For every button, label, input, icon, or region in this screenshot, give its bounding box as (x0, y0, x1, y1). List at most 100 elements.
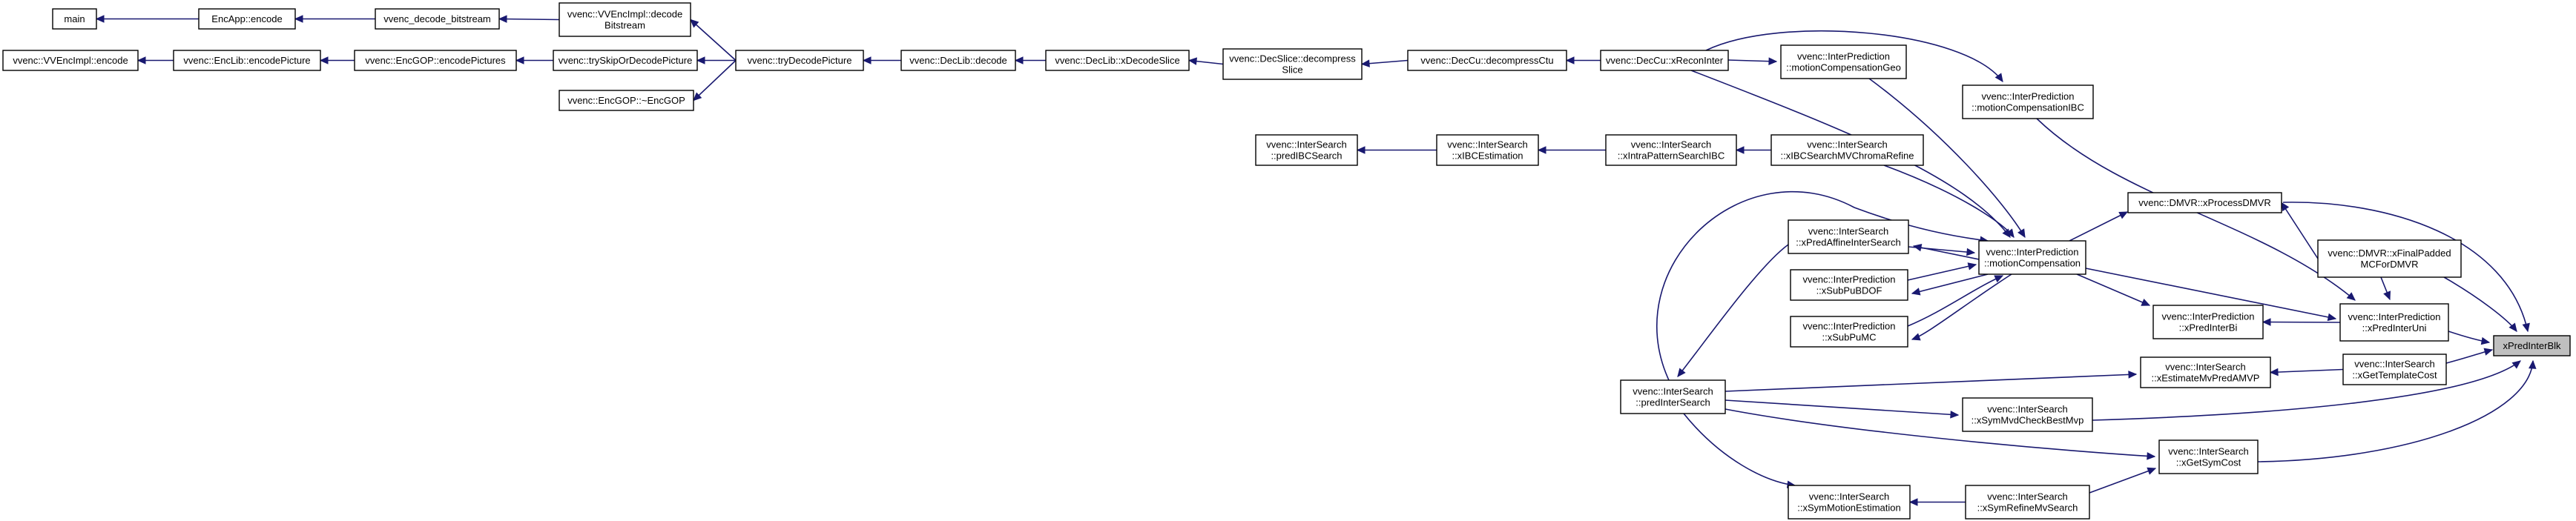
edge-decompress-slice-to-decompress-ctu (1360, 59, 1409, 67)
node-encode-pictures[interactable]: vvenc::EncGOP::encodePictures (354, 50, 517, 71)
node-x-sub-pu-mc[interactable]: vvenc::InterPrediction::xSubPuMC (1790, 316, 1908, 348)
node-motion-compensation-ibc[interactable]: vvenc::InterPrediction::motionCompensati… (1962, 84, 2094, 119)
node-label-line: ::xIBCSearchMVChromaRefine (1781, 150, 1914, 162)
edge-x-get-sym-cost-to-root (2257, 359, 2537, 462)
node-label-line: vvenc::InterSearch (2168, 446, 2248, 457)
node-root[interactable]: xPredInterBlk (2493, 335, 2571, 356)
node-label-line: vvenc::InterSearch (1633, 386, 1713, 397)
edge-encode-picture-to-encode-pictures (319, 56, 355, 64)
node-label-line: vvenc::DMVR::xProcessDMVR (2138, 197, 2270, 208)
node-x-get-sym-cost[interactable]: vvenc::InterSearch::xGetSymCost (2158, 439, 2259, 474)
edge-pred-inter-search-to-x-sym-motion-estimation (1683, 413, 1796, 488)
node-label-line: ::xPredAffineInterSearch (1796, 237, 1900, 248)
node-pred-ibcsearch[interactable]: vvenc::InterSearch::predIBCSearch (1255, 134, 1358, 166)
node-motion-compensation[interactable]: vvenc::InterPrediction::motionCompensati… (1978, 240, 2086, 275)
node-label-line: xPredInterBlk (2503, 340, 2561, 351)
edge-vvenc-implencode-to-encode-picture (136, 56, 174, 64)
node-label-line: ::xIBCEstimation (1452, 150, 1523, 162)
node-label-line: ::predIBCSearch (1271, 150, 1342, 162)
node-x-intra-pattern-search-ibc[interactable]: vvenc::InterSearch::xIntraPatternSearchI… (1605, 134, 1737, 166)
node-label-line: ::xSubPuMC (1822, 332, 1877, 343)
node-decode[interactable]: vvenc::DecLib::decode (900, 50, 1016, 71)
node-motion-compensation-geo[interactable]: vvenc::InterPrediction::motionCompensati… (1780, 44, 1907, 79)
node-vvenc-implencode[interactable]: vvenc::VVEncImpl::encode (2, 50, 139, 71)
node-x-decode-slice[interactable]: vvenc::DecLib::xDecodeSlice (1045, 50, 1190, 71)
node-x-pred-affine-inter-search[interactable]: vvenc::InterSearch::xPredAffineInterSear… (1788, 219, 1909, 254)
node-label-line: vvenc::InterSearch (1807, 139, 1887, 150)
node-label-line: vvenc::EncLib::encodePicture (183, 55, 310, 66)
node-label-line: ::xSymMvdCheckBestMvp (1971, 415, 2084, 426)
node-label-line: vvenc::trySkipOrDecodePicture (559, 55, 693, 66)
edge-motion-compensation-geo-to-motion-compensation (1868, 78, 2026, 239)
node-label-line: vvenc::InterSearch (1266, 139, 1346, 150)
node-label-line: vvenc::InterPrediction (1797, 51, 1890, 62)
node-label-line: vvenc::VVEncImpl::decode (567, 9, 682, 20)
node-label-line: vvenc::InterSearch (1447, 139, 1527, 150)
edge-pred-ibcsearch-to-x-ibcestimation (1356, 146, 1437, 154)
node-encode-picture[interactable]: vvenc::EncLib::encodePicture (173, 50, 321, 71)
node-label-line: vvenc::InterPrediction (1981, 91, 2074, 102)
node-x-pred-inter-uni[interactable]: vvenc::InterPrediction::xPredInterUni (2339, 303, 2449, 342)
node-label-line: vvenc::InterSearch (2354, 359, 2434, 370)
edge-x-decode-slice-to-decompress-slice (1187, 57, 1224, 65)
node-pred-inter-search[interactable]: vvenc::InterSearch::predInterSearch (1620, 379, 1726, 414)
node-vvenc-decode-bitstream[interactable]: vvenc_decode_bitstream (375, 8, 500, 30)
node-x-sym-motion-estimation[interactable]: vvenc::InterSearch::xSymMotionEstimation (1788, 485, 1911, 520)
node-decompress-ctu[interactable]: vvenc::DecCu::decompressCtu (1407, 50, 1567, 71)
node-try-decode-picture[interactable]: vvenc::tryDecodePicture (735, 50, 864, 71)
edge-x-estimate-mv-pred-amvp-to-x-get-template-cost (2269, 368, 2344, 376)
edge-x-ibcsearch-mvchroma-refine-to-motion-compensation (1883, 165, 2015, 238)
node-x-sym-refine-mv-search[interactable]: vvenc::InterSearch::xSymRefineMvSearch (1965, 485, 2090, 520)
edge-x-get-template-cost-to-root (2445, 348, 2494, 364)
node-label-line: ::motionCompensationGeo (1786, 62, 1901, 73)
edge-x-process-dmvr-to-x-final-padded (2281, 202, 2319, 259)
node-label-line: vvenc_decode_bitstream (383, 13, 491, 24)
node-x-get-template-cost[interactable]: vvenc::InterSearch::xGetTemplateCost (2342, 354, 2447, 385)
node-try-skip-or-decode-picture[interactable]: vvenc::trySkipOrDecodePicture (553, 50, 698, 71)
node-label-line: ::xPredInterUni (2362, 322, 2427, 333)
node-label-line: vvenc::DMVR::xFinalPadded (2328, 248, 2451, 259)
node-label-line: vvenc::EncGOP::~EncGOP (567, 95, 685, 106)
node-label-line: ::motionCompensation (1984, 258, 2081, 269)
node-label-line: vvenc::tryDecodePicture (748, 55, 852, 66)
node-enc-appencode[interactable]: EncApp::encode (198, 8, 296, 30)
node-x-pred-inter-bi[interactable]: vvenc::InterPrediction::xPredInterBi (2152, 305, 2264, 339)
node-main[interactable]: main (52, 8, 97, 30)
node-label-line: ::xPredInterBi (2179, 322, 2238, 333)
node-label-line: EncApp::encode (211, 13, 282, 24)
node-label-line: vvenc::InterPrediction (2161, 311, 2254, 322)
edge-try-decode-picture-to-decode (862, 56, 901, 64)
node-x-ibcestimation[interactable]: vvenc::InterSearch::xIBCEstimation (1436, 134, 1539, 166)
node-label-line: ::xEstimateMvPredAMVP (2152, 373, 2260, 384)
edge-pred-inter-search-to-x-get-sym-cost (1725, 408, 2156, 460)
edge-motion-compensation-to-x-pred-inter-bi (2076, 273, 2151, 306)
node-label-line: vvenc::DecLib::decode (909, 55, 1007, 66)
node-label-line: ::xIntraPatternSearchIBC (1618, 150, 1725, 162)
node-x-recon-inter[interactable]: vvenc::DecCu::xReconInter (1600, 50, 1729, 71)
node-x-estimate-mv-pred-amvp[interactable]: vvenc::InterSearch::xEstimateMvPredAMVP (2140, 356, 2271, 388)
edge-layer (95, 15, 2537, 506)
edge-x-intra-pattern-search-ibc-to-x-ibcsearch-mvchroma-refine (1735, 146, 1771, 154)
node-label-line: ::xGetSymCost (2176, 457, 2241, 468)
edge-x-recon-inter-to-motion-compensation-ibc (1705, 30, 2003, 82)
node-label-line: ::xSymRefineMvSearch (1977, 502, 2078, 514)
node-x-process-dmvr[interactable]: vvenc::DMVR::xProcessDMVR (2127, 192, 2282, 213)
edge-vvenc-decode-bitstream-to-decode-bitstream (498, 15, 560, 23)
edge-try-skip-or-decode-picture-to-try-decode-picture (696, 56, 736, 64)
node-x-ibcsearch-mvchroma-refine[interactable]: vvenc::InterSearch::xIBCSearchMVChromaRe… (1770, 134, 1924, 166)
node-label-line: vvenc::InterPrediction (1802, 274, 1895, 285)
node-label-line: vvenc::InterPrediction (1986, 247, 2078, 258)
edge-x-final-padded-to-x-pred-inter-uni (2380, 276, 2391, 301)
node-label-line: vvenc::InterSearch (1631, 139, 1711, 150)
node-x-sym-mvd-check-best-mvp[interactable]: vvenc::InterSearch::xSymMvdCheckBestMvp (1962, 397, 2093, 432)
node-enc-gopdtor[interactable]: vvenc::EncGOP::~EncGOP (559, 90, 694, 111)
node-label-line: vvenc::InterPrediction (2348, 311, 2440, 322)
node-label-line: ::xSymMotionEstimation (1797, 502, 1900, 514)
node-x-sub-pu-bdof[interactable]: vvenc::InterPrediction::xSubPuBDOF (1790, 269, 1908, 301)
edge-encode-pictures-to-try-skip-or-decode-picture (515, 56, 553, 64)
node-label-line: vvenc::InterSearch (1809, 491, 1889, 502)
